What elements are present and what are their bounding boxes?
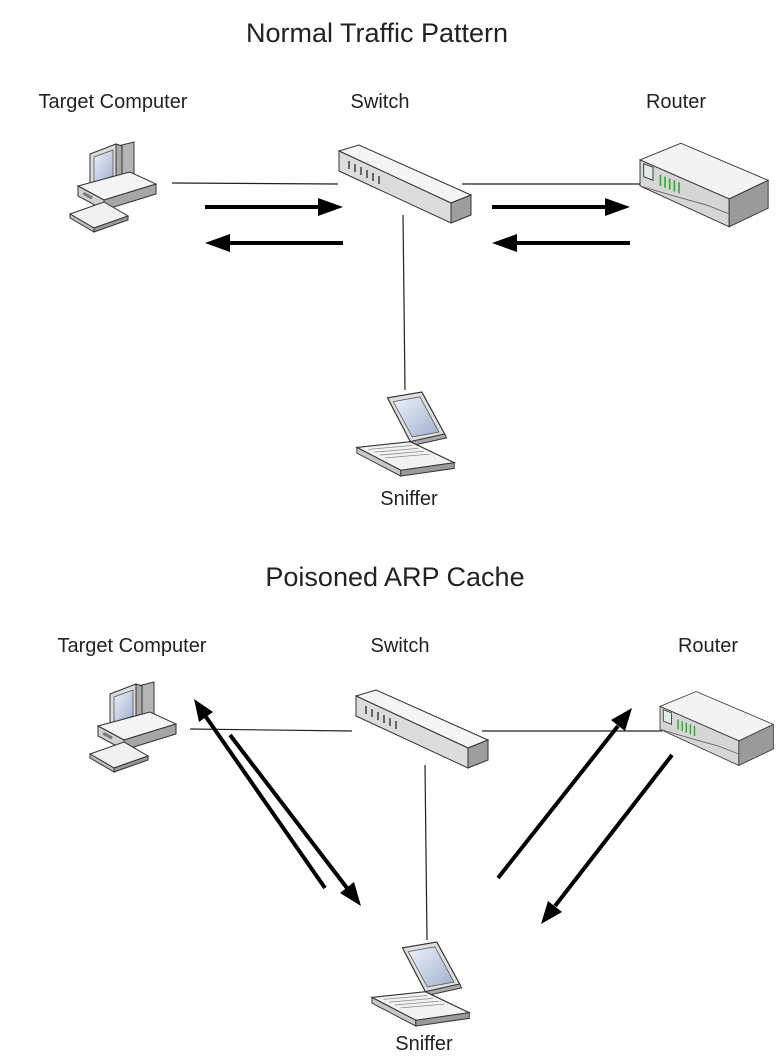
poisoned-arp-panel: Poisoned ARP Cache Target Computer Switc…	[58, 562, 775, 1055]
router-icon	[659, 690, 775, 767]
router-label: Router	[646, 91, 706, 113]
panel-title-poisoned: Poisoned ARP Cache	[265, 562, 524, 592]
arrow-router-to-switch	[492, 234, 630, 252]
wire-target-switch	[171, 182, 339, 185]
arrow-target-to-sniffer	[228, 733, 361, 906]
router-icon	[639, 142, 770, 228]
arrow-target-to-switch	[205, 198, 343, 216]
arrow-sniffer-to-target	[194, 699, 327, 890]
sniffer-label: Sniffer	[395, 1033, 453, 1055]
network-switch-icon	[355, 689, 489, 769]
switch-label: Switch	[351, 91, 410, 113]
arrow-sniffer-to-router	[496, 708, 632, 880]
target-computer-label: Target Computer	[39, 91, 188, 113]
router-label: Router	[678, 635, 738, 657]
desktop-computer-icon	[69, 141, 157, 233]
panel-title-normal: Normal Traffic Pattern	[246, 18, 508, 48]
arrow-switch-to-router	[492, 198, 630, 216]
arrow-router-to-sniffer	[541, 753, 674, 924]
laptop-icon	[371, 941, 470, 1027]
desktop-computer-icon	[89, 681, 177, 773]
sniffer-label: Sniffer	[380, 488, 438, 510]
target-computer-label: Target Computer	[58, 635, 207, 657]
wire-switch-sniffer	[402, 214, 406, 391]
arrow-switch-to-target	[205, 234, 343, 252]
laptop-icon	[356, 391, 455, 477]
wire-switch-sniffer	[424, 764, 428, 941]
normal-traffic-panel: Normal Traffic Pattern Target Computer S…	[39, 18, 770, 510]
network-switch-icon	[338, 144, 472, 224]
switch-label: Switch	[371, 635, 430, 657]
